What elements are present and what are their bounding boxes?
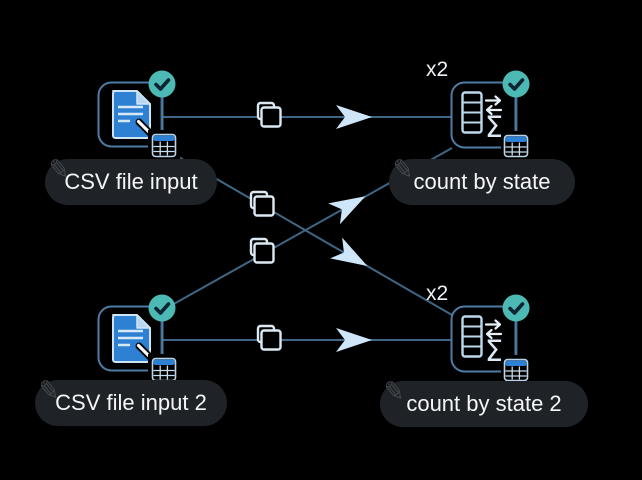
- node-label-csv-input-2[interactable]: ✎ CSV file input 2: [35, 375, 227, 426]
- connection-csv2-to-count2[interactable]: [163, 324, 452, 352]
- node-count-by-state-2[interactable]: Σ: [450, 294, 533, 386]
- status-success-icon: [148, 294, 176, 322]
- multiplicity-badge: x2: [426, 282, 448, 305]
- node-body[interactable]: [97, 81, 164, 148]
- swap-arrows-icon: [484, 95, 503, 116]
- node-body[interactable]: [450, 305, 517, 373]
- node-body[interactable]: [97, 305, 164, 372]
- node-label-text: CSV file input: [64, 169, 198, 194]
- aggregate-table-icon: [461, 315, 483, 358]
- node-label-csv-input-1[interactable]: ✎ CSV file input: [45, 154, 217, 205]
- output-table-icon[interactable]: [501, 355, 532, 385]
- copy-icon[interactable]: [256, 101, 282, 128]
- node-label-count-by-state-2[interactable]: ✎ count by state 2: [380, 376, 588, 427]
- node-label-text: CSV file input 2: [55, 390, 207, 415]
- connections: [162, 101, 453, 352]
- sigma-icon: Σ: [485, 110, 503, 144]
- swap-arrows-icon: [484, 319, 503, 340]
- multiplicity-badge: x2: [426, 58, 448, 81]
- status-success-icon: [502, 294, 530, 322]
- aggregate-table-icon: [461, 91, 483, 134]
- output-table-icon[interactable]: [148, 130, 180, 161]
- arrowhead-icon: [336, 328, 372, 352]
- node-body[interactable]: [450, 81, 517, 149]
- status-success-icon: [148, 70, 176, 98]
- node-label-text: count by state: [413, 169, 551, 194]
- arrowhead-icon: [328, 196, 366, 225]
- node-count-by-state-1[interactable]: Σ: [450, 70, 533, 162]
- arrowhead-icon: [336, 105, 372, 129]
- copy-icon[interactable]: [256, 324, 282, 351]
- node-csv-input-2[interactable]: [97, 294, 181, 386]
- copy-icon[interactable]: [249, 237, 275, 264]
- connection-csv1-to-count1[interactable]: [163, 101, 452, 129]
- copy-icon[interactable]: [249, 190, 275, 217]
- node-csv-input-1[interactable]: [97, 70, 181, 162]
- output-table-icon[interactable]: [148, 354, 180, 385]
- sigma-icon: Σ: [485, 334, 503, 368]
- edit-pencil-icon: ✎: [381, 375, 407, 409]
- node-label-count-by-state-1[interactable]: ✎ count by state: [389, 154, 575, 205]
- status-success-icon: [502, 70, 530, 98]
- edit-pencil-icon: ✎: [390, 153, 416, 187]
- output-table-icon[interactable]: [501, 131, 532, 161]
- node-label-text: count by state 2: [406, 391, 562, 416]
- arrowhead-icon: [330, 237, 368, 266]
